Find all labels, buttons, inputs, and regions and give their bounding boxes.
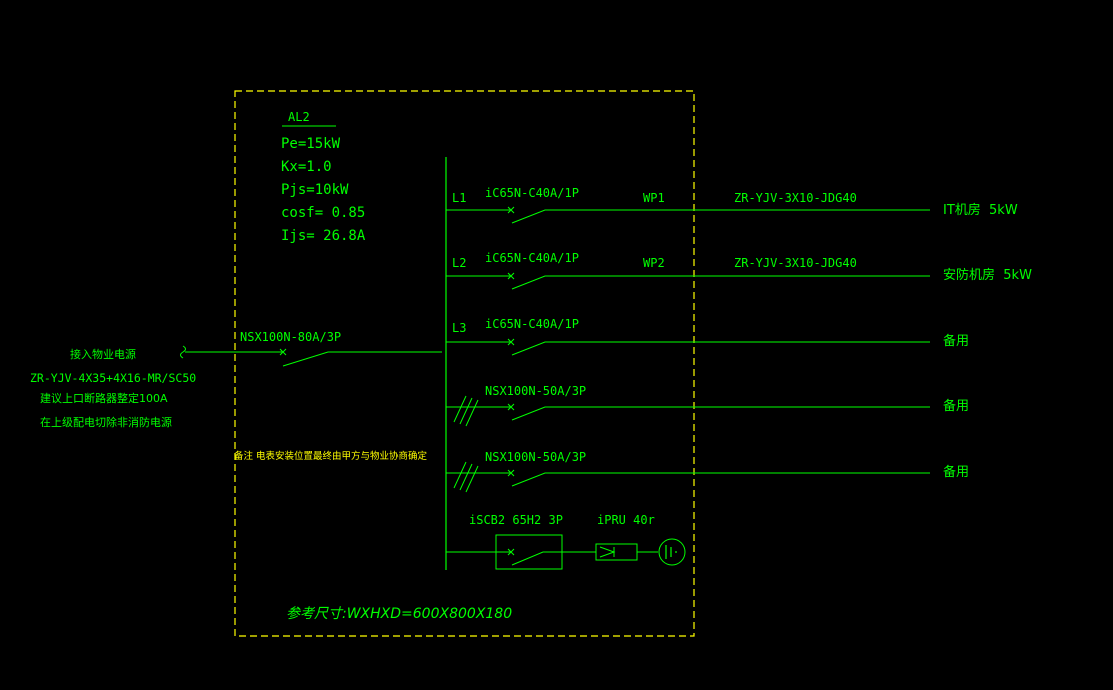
circuit-2-cable: ZR-YJV-3X10-JDG40 [734,256,857,270]
spd-arrester-label: iPRU 40r [597,513,655,527]
main-breaker-symbol [279,348,442,367]
circuit-2-phase: L2 [452,256,466,270]
circuit-4-breaker: NSX100N-50A/3P [485,384,586,398]
incoming-source-label: 接入物业电源 [70,347,136,361]
circuit-2-breaker: iC65N-C40A/1P [485,251,579,265]
circuit-1-load: IT机房 5kW [943,202,1018,218]
circuit-4-three-pole-marks [453,395,479,427]
param-kx: Kx=1.0 [281,159,332,175]
incoming-cable: ZR-YJV-4X35+4X16-MR/SC50 [30,371,196,385]
panel-name: AL2 [288,110,310,124]
circuit-5-switch [446,469,930,487]
main-breaker-label: NSX100N-80A/3P [240,330,341,344]
circuit-1-switch [446,206,930,224]
circuit-3-switch [446,338,930,356]
circuit-1-cable: ZR-YJV-3X10-JDG40 [734,191,857,205]
param-pe: Pe=15kW [281,136,341,152]
circuit-2-load: 安防机房 5kW [943,267,1032,283]
circuit-5-load: 备用 [943,464,969,480]
spd-breaker-label: iSCB2 65H2 3P [469,513,563,527]
ground-icon-lines [665,545,677,559]
panel-dimension: 参考尺寸:WXHXD=600X800X180 [286,606,512,622]
circuit-4-load: 备用 [943,398,969,414]
circuit-1-breaker: iC65N-C40A/1P [485,186,579,200]
param-ijs: Ijs= 26.8A [281,228,366,244]
circuit-3-breaker: iC65N-C40A/1P [485,317,579,331]
circuit-1-phase: L1 [452,191,466,205]
panel-enclosure [234,90,695,637]
spd-breaker-switch [446,548,596,566]
param-cosf: cosf= 0.85 [281,205,365,221]
incoming-note-1: 建议上口断路器整定100A [40,391,168,405]
circuit-4-switch [446,403,930,421]
incoming-note-2: 在上级配电切除非消防电源 [40,415,172,429]
circuit-1-number: WP1 [643,191,665,205]
cable-terminal-symbol [180,345,186,359]
circuit-5-breaker: NSX100N-50A/3P [485,450,586,464]
circuit-2-switch [446,272,930,290]
param-pjs: Pjs=10kW [281,182,349,198]
spd-arrester-symbol [599,546,658,558]
circuit-3-phase: L3 [452,321,466,335]
circuit-2-number: WP2 [643,256,665,270]
panel-note: 备注 电表安装位置最终由甲方与物业协商确定 [234,450,428,462]
ground-icon [658,538,686,566]
circuit-3-load: 备用 [943,333,969,349]
circuit-5-three-pole-marks [453,461,479,493]
